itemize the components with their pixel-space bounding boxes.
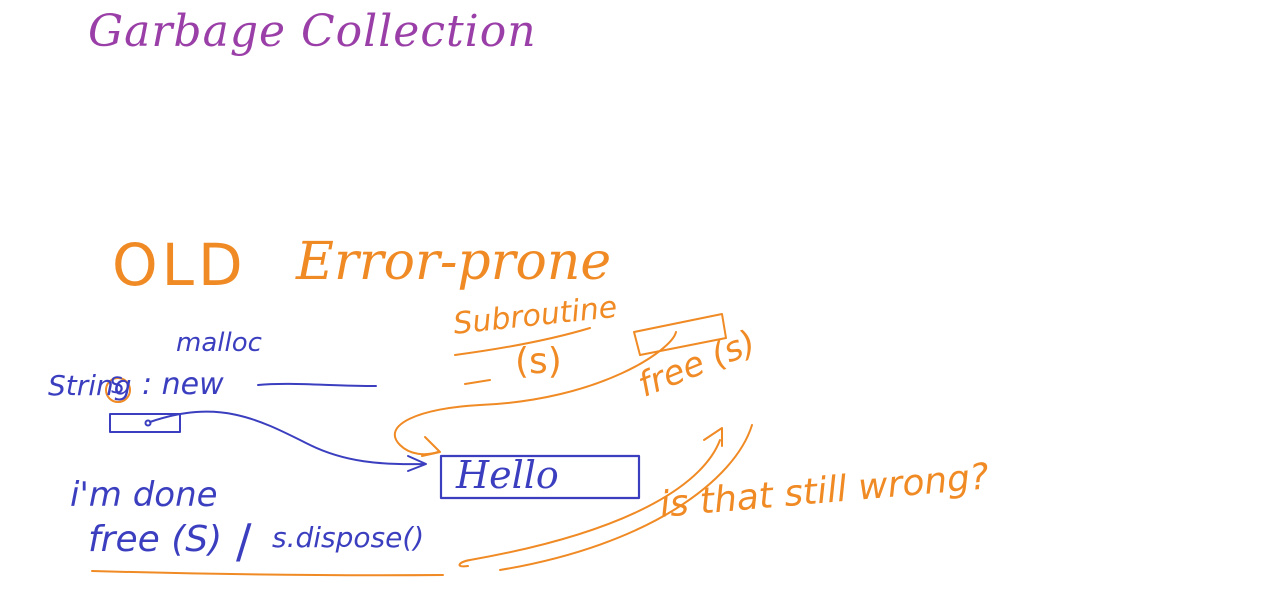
subroutine-arrow	[393, 331, 677, 456]
pointer-arrowhead	[407, 455, 427, 472]
title-garbage-collection: Garbage Collection	[88, 6, 537, 57]
done-underline	[91, 570, 444, 577]
hello-box	[439, 454, 641, 500]
dispose-call: s.dispose()	[272, 521, 425, 554]
old-label: OLD	[112, 231, 247, 299]
pointer-dot	[144, 419, 152, 427]
free-call: free (S)	[88, 519, 223, 560]
subroutine-box	[633, 313, 727, 356]
s-highlight-circle	[105, 377, 131, 403]
string-decl: String	[48, 369, 132, 402]
subroutine-arrowhead	[421, 436, 441, 457]
slash-separator: /	[236, 514, 252, 568]
assign-new: : new	[142, 367, 224, 402]
malloc-label: malloc	[176, 328, 262, 358]
question-curve-inner	[458, 439, 721, 568]
im-done-label: i'm done	[70, 475, 218, 515]
var-s: S	[110, 374, 124, 399]
hello-label: Hello	[456, 453, 559, 497]
pointer-arrow	[149, 410, 426, 466]
question-arrowhead-top	[703, 427, 723, 447]
error-prone-label: Error-prone	[296, 232, 612, 292]
subroutine-dash	[464, 379, 491, 385]
question-curve-outer	[499, 424, 753, 571]
pointer-box	[109, 413, 181, 433]
subroutine-args: (s)	[515, 341, 562, 382]
subroutine-underline	[454, 327, 591, 356]
new-underline	[257, 382, 377, 387]
